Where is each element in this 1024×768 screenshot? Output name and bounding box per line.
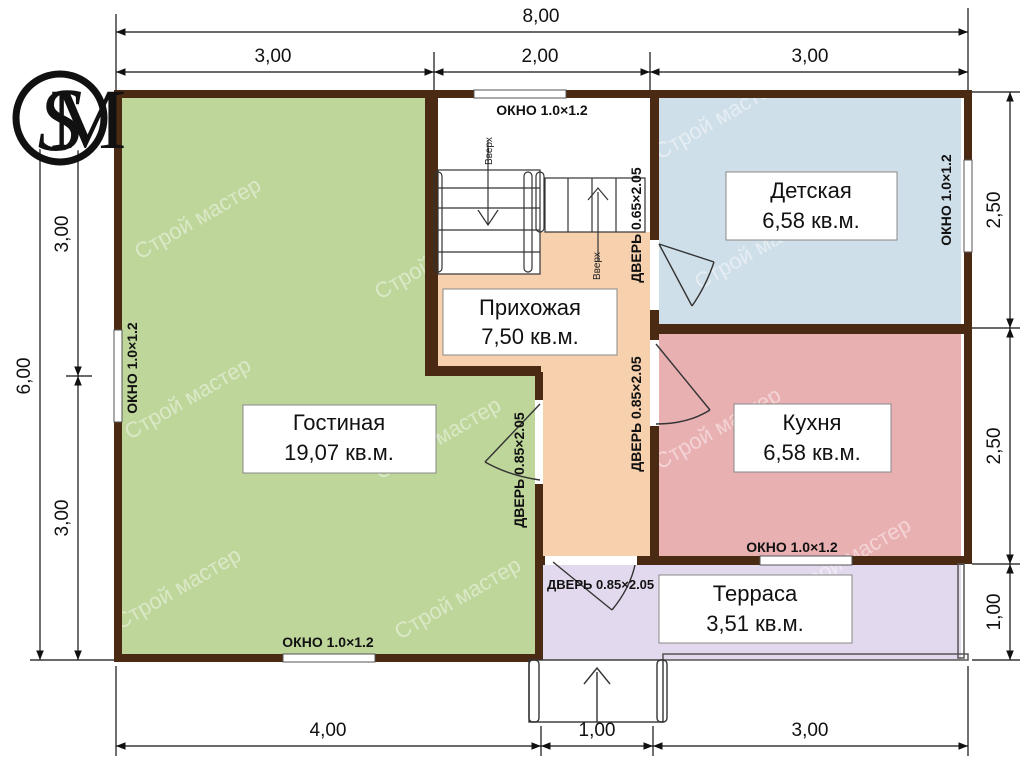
room-name: Кухня [783, 410, 842, 435]
dim-right-mid: 2,50 [984, 428, 1005, 465]
brand-logo: S M [12, 70, 126, 170]
dim-left-upper: 3,00 [52, 216, 73, 253]
hall-corridor-fill [541, 372, 650, 558]
door-label-living: ДВЕРЬ 0.85×2.05 [511, 412, 527, 528]
svg-text:M: M [50, 71, 126, 167]
dim-top-total: 8,00 [523, 6, 560, 27]
dim-bottom-mid: 1,00 [579, 720, 616, 741]
room-name: Прихожая [479, 295, 581, 320]
room-area: 7,50 кв.м. [481, 324, 579, 349]
dim-top-right: 3,00 [792, 46, 829, 67]
living-room-fill [122, 98, 425, 654]
dim-right-upper: 2,50 [984, 192, 1005, 229]
dim-right-lower: 1,00 [984, 594, 1005, 631]
window-label-living-bottom: ОКНО 1.0×1.2 [282, 634, 374, 650]
doors [484, 240, 715, 611]
stair-up-label: Вверх [484, 137, 495, 165]
room-label-living: Гостиная 19,07 кв.м. [242, 404, 437, 474]
window-label-living-left: ОКНО 1.0×1.2 [124, 322, 140, 414]
window-openings [113, 89, 973, 663]
room-name: Гостиная [293, 410, 385, 435]
stair-up-label: Вверх [592, 252, 603, 280]
svg-text:S: S [38, 71, 83, 170]
room-area: 19,07 кв.м. [284, 440, 394, 465]
dim-left-total: 6,00 [14, 358, 35, 395]
dim-bottom-right: 3,00 [792, 720, 829, 741]
room-label-kitchen: Кухня 6,58 кв.м. [733, 403, 892, 473]
room-area: 6,58 кв.м. [763, 440, 861, 465]
dim-top-mid: 2,00 [522, 46, 559, 67]
room-name: Терраса [713, 581, 798, 606]
room-area: 3,51 кв.м. [706, 611, 804, 636]
terrace-railing [662, 563, 969, 661]
staircase [433, 140, 646, 275]
door-label-entrance: ДВЕРЬ 0.85×2.05 [547, 577, 654, 592]
door-label-kids: ДВЕРЬ 0.65×2.05 [628, 167, 644, 283]
door-label-kitchen: ДВЕРЬ 0.85×2.05 [628, 356, 644, 472]
window-label-stair: ОКНО 1.0×1.2 [496, 102, 588, 118]
window-label-kitchen: ОКНО 1.0×1.2 [746, 539, 838, 555]
room-label-kids: Детская 6,58 кв.м. [725, 171, 898, 241]
window-label-kids: ОКНО 1.0×1.2 [938, 154, 954, 246]
room-area: 6,58 кв.м. [762, 208, 860, 233]
room-label-terrace: Терраса 3,51 кв.м. [658, 574, 853, 644]
living-extension-fill [425, 372, 535, 654]
entrance-steps [528, 659, 668, 723]
dim-left-lower: 3,00 [52, 500, 73, 537]
room-name: Детская [770, 178, 852, 203]
dim-bottom-left: 4,00 [310, 720, 347, 741]
dim-top-left: 3,00 [255, 46, 292, 67]
room-label-hall: Прихожая 7,50 кв.м. [442, 288, 618, 356]
dimension-lines [30, 8, 1020, 756]
